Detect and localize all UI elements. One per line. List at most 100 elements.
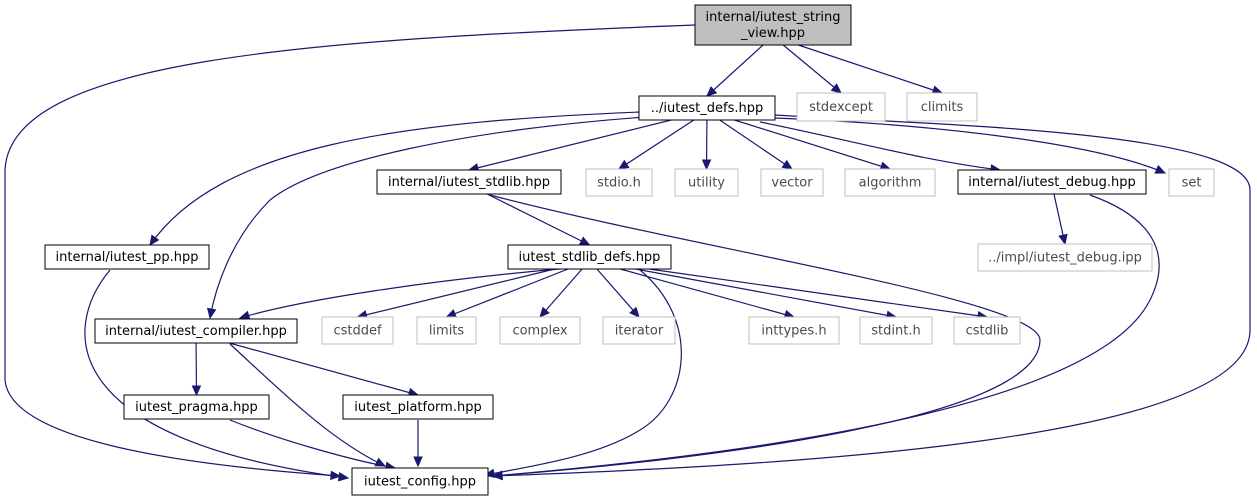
node-box <box>585 168 653 197</box>
node-label: iutest_stdlib_defs.hpp <box>519 250 661 265</box>
node-root[interactable]: internal/iutest_string_view.hpp <box>694 4 852 46</box>
node-box <box>844 168 936 197</box>
node-platform[interactable]: iutest_platform.hpp <box>342 394 494 420</box>
edge-line <box>486 193 590 246</box>
edge-line <box>209 116 646 319</box>
node-stdlibdefs[interactable]: iutest_stdlib_defs.hpp <box>507 244 672 270</box>
arrowhead-icon <box>445 309 458 318</box>
node-label: iutest_platform.hpp <box>354 400 481 415</box>
arrowhead-icon <box>1058 233 1068 246</box>
node-box <box>796 92 886 122</box>
node-box <box>123 394 270 420</box>
node-box <box>760 168 824 197</box>
edge-defs-vector <box>719 119 794 170</box>
edges-layer <box>4 24 1251 482</box>
edge-stdlibdefs-complex <box>539 268 583 318</box>
edge-pragma-config <box>229 419 397 472</box>
node-config[interactable]: iutest_config.hpp <box>351 467 489 496</box>
node-label: cstdlib <box>966 324 1009 339</box>
arrowhead-icon <box>149 234 160 247</box>
node-box <box>321 316 394 345</box>
edge-line <box>357 268 555 318</box>
edge-line <box>229 343 386 467</box>
node-pragma[interactable]: iutest_pragma.hpp <box>123 394 270 420</box>
edge-line <box>649 268 988 318</box>
edge-platform-config <box>413 420 423 468</box>
edge-line <box>229 342 419 396</box>
node-iterator: iterator <box>602 316 676 345</box>
edge-line <box>492 194 1160 477</box>
arrowhead-icon <box>191 385 202 397</box>
edge-line <box>782 44 842 94</box>
edge-compiler-pragma <box>191 342 202 397</box>
node-label: internal/iutest_string <box>706 10 841 25</box>
edge-line <box>774 117 1166 174</box>
edge-line <box>489 194 1041 477</box>
node-vector: vector <box>760 168 824 197</box>
edge-line <box>446 268 569 318</box>
node-box <box>638 95 776 121</box>
edge-line <box>596 268 640 318</box>
node-cstddef: cstddef <box>321 316 394 345</box>
edge-line <box>492 114 1251 477</box>
node-debug[interactable]: internal/iutest_debug.hpp <box>957 169 1147 195</box>
node-defs[interactable]: ../iutest_defs.hpp <box>638 95 776 121</box>
node-compiler[interactable]: internal/iutest_compiler.hpp <box>94 318 298 344</box>
node-box <box>748 316 840 345</box>
node-algorithm: algorithm <box>844 168 936 197</box>
node-box <box>1168 168 1215 197</box>
arrowhead-icon <box>1154 164 1167 174</box>
node-stdint: stdint.h <box>859 316 933 345</box>
edge-stdlibdefs-iterator <box>596 268 640 318</box>
edge-line <box>618 119 695 170</box>
edge-defs-set <box>774 117 1167 174</box>
arrowhead-icon <box>629 306 640 318</box>
edge-line <box>149 111 641 246</box>
node-pp[interactable]: internal/iutest_pp.hpp <box>44 244 210 270</box>
edge-line <box>4 24 696 477</box>
edge-line <box>484 269 682 476</box>
edge-defs-utility <box>701 119 712 171</box>
node-label: set <box>1182 176 1202 191</box>
edge-line <box>635 268 897 318</box>
node-label: internal/iutest_pp.hpp <box>56 250 199 265</box>
arrowhead-icon <box>238 310 251 320</box>
node-utility: utility <box>674 168 739 197</box>
node-label: iterator <box>615 324 664 339</box>
edge-stdlib-stdlibdefs <box>486 193 591 246</box>
edge-line <box>468 119 672 171</box>
node-label: _view.hpp <box>740 26 805 41</box>
edge-line <box>239 267 571 319</box>
edge-defs-pp <box>149 111 641 247</box>
node-climits: climits <box>906 92 978 122</box>
edge-defs-stdlib <box>467 119 672 173</box>
node-label: complex <box>512 324 567 339</box>
node-label: iutest_pragma.hpp <box>135 400 258 415</box>
node-label: cstddef <box>333 324 382 339</box>
node-box <box>416 316 477 345</box>
node-box <box>957 169 1147 195</box>
node-box <box>376 169 562 195</box>
node-label: utility <box>688 176 725 191</box>
arrowhead-icon <box>337 472 350 482</box>
arrowhead-icon <box>491 470 503 480</box>
node-box <box>94 318 298 344</box>
node-label: algorithm <box>859 176 922 191</box>
node-cstdlib: cstdlib <box>953 316 1021 345</box>
node-box <box>44 244 210 270</box>
arrowhead-icon <box>617 159 630 170</box>
node-stdlib[interactable]: internal/iutest_stdlib.hpp <box>376 169 562 195</box>
edge-defs-compiler <box>206 116 646 320</box>
node-label: climits <box>921 100 964 115</box>
arrowhead-icon <box>701 159 712 171</box>
node-box <box>507 244 672 270</box>
node-label: stdio.h <box>597 176 641 191</box>
node-label: internal/iutest_debug.hpp <box>968 175 1135 190</box>
edge-line <box>84 269 349 479</box>
node-box <box>499 316 581 345</box>
node-box <box>351 467 489 496</box>
edge-root-climits <box>798 44 944 95</box>
node-label: ../iutest_defs.hpp <box>651 101 763 116</box>
node-label: iutest_config.hpp <box>364 475 476 490</box>
